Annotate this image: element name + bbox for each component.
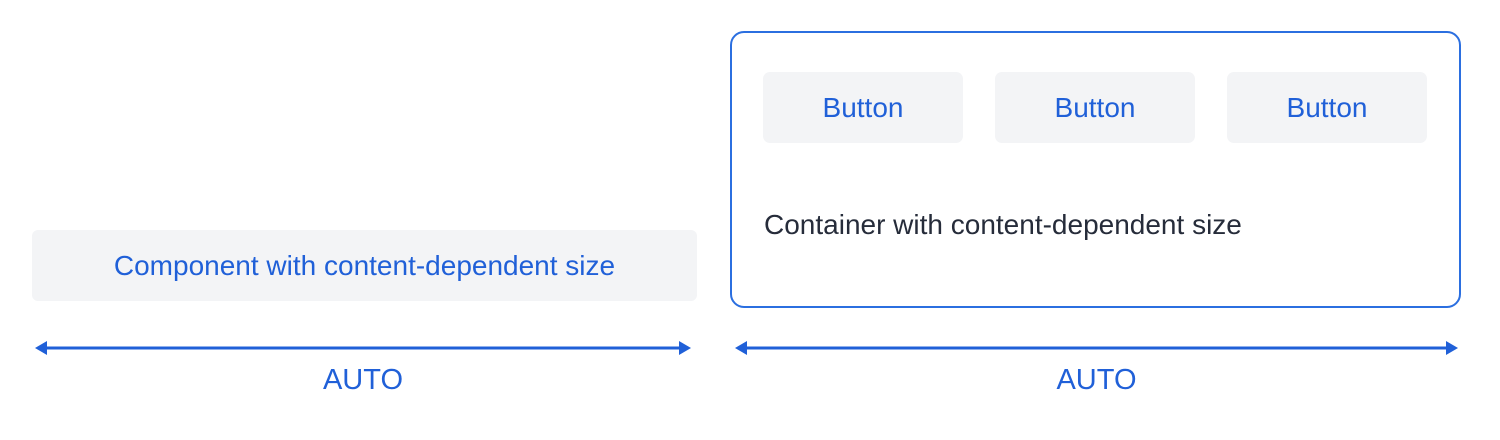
- width-arrow-left-icon: [35, 341, 691, 355]
- button-2[interactable]: Button: [995, 72, 1195, 143]
- button-3[interactable]: Button: [1227, 72, 1427, 143]
- auto-size-component: Component with content-dependent size: [32, 230, 697, 301]
- component-label: Component with content-dependent size: [113, 249, 616, 281]
- container-label: Container with content-dependent size: [764, 209, 1242, 240]
- button-1[interactable]: Button: [763, 72, 963, 143]
- auto-size-container: Button Button Button Container with cont…: [730, 31, 1461, 308]
- right-dimension-label: AUTO: [1056, 364, 1137, 396]
- width-arrow-right-icon: [735, 341, 1458, 355]
- left-dimension-label: AUTO: [322, 364, 404, 396]
